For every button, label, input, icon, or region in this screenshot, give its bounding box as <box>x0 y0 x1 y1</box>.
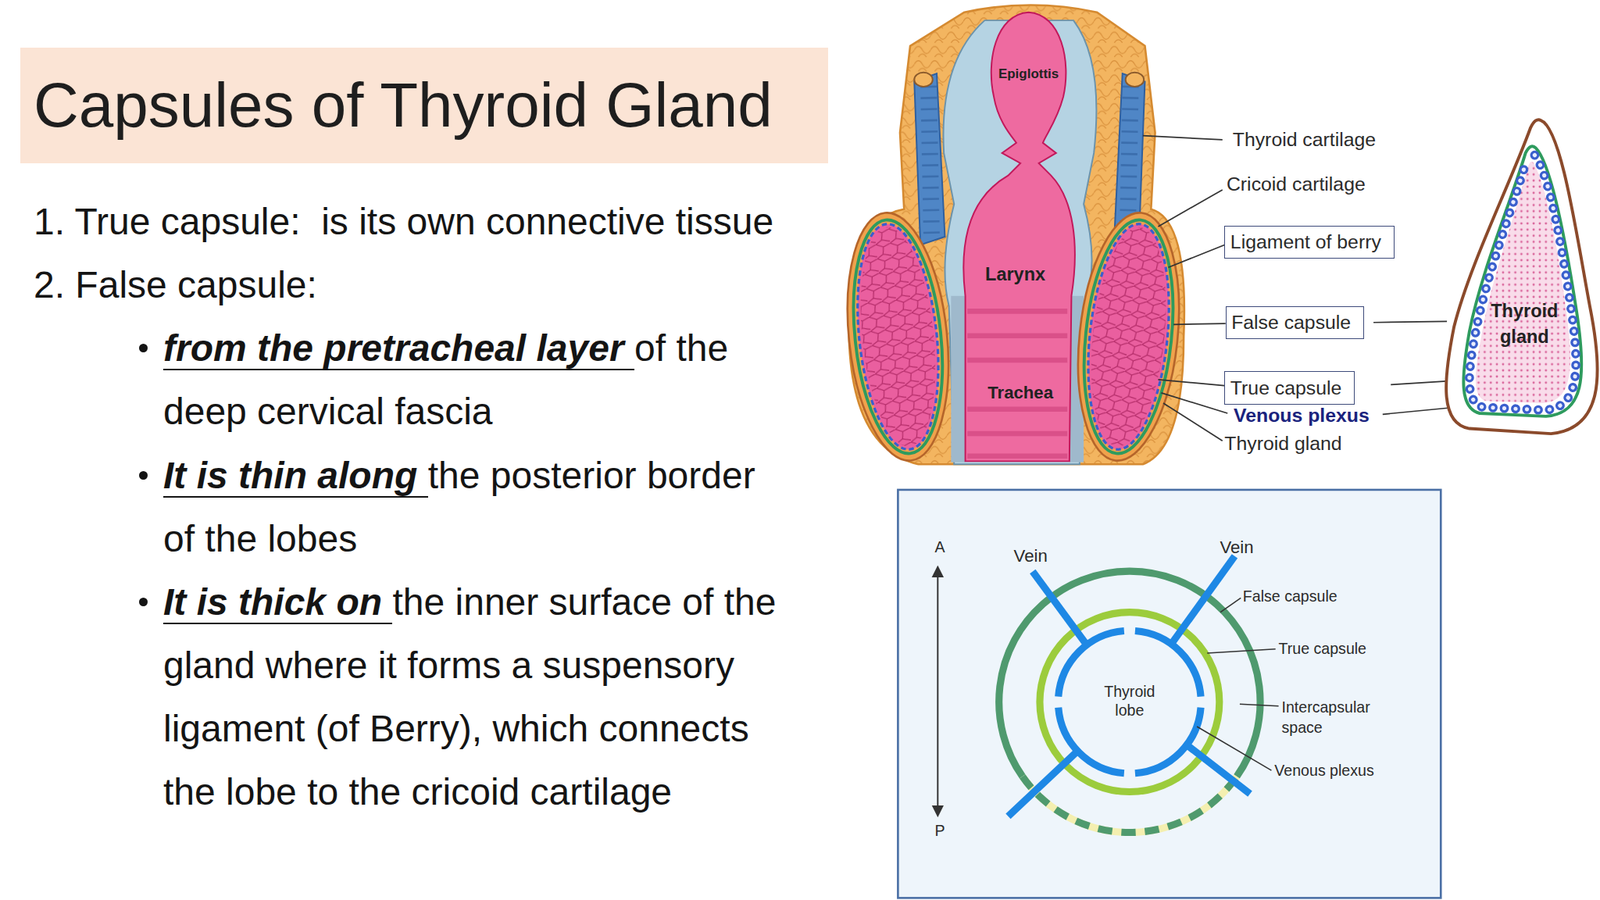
false-capsule-ring <box>999 571 1261 777</box>
inset-venous-plexus <box>1469 155 1576 411</box>
leader-line <box>1173 323 1226 325</box>
connective-tissue <box>849 5 1185 465</box>
bullet-dot <box>139 597 148 607</box>
lobe-label: Thyroid lobe <box>1099 682 1161 720</box>
paragraph: 2. False capsule: <box>33 253 893 317</box>
paragraph: It is thick onthe inner surface of the g… <box>163 570 789 824</box>
box-label: Ligament of berry <box>1230 230 1382 254</box>
airway <box>963 12 1075 462</box>
paragraph: 1. True capsule: is its own connective t… <box>33 189 893 254</box>
label-box: Ligament of berry <box>1224 225 1394 259</box>
emphasis-text: from the pretracheal layer <box>163 327 635 371</box>
vein-line <box>1171 556 1235 644</box>
veins <box>1007 556 1250 817</box>
right-lobe <box>1067 207 1191 466</box>
part-label: Venous plexus <box>1233 403 1370 428</box>
leader-line <box>1142 135 1223 140</box>
tracheal-ring <box>967 308 1068 315</box>
leader-line <box>1157 379 1225 386</box>
inset-true-capsule <box>1463 146 1582 417</box>
left-lobe <box>835 207 960 466</box>
tracheal-ring <box>967 406 1068 412</box>
list-item: 2. False capsule: <box>33 264 318 306</box>
title-band: Capsules of Thyroid Gland <box>20 47 829 164</box>
tracheal-wall <box>950 296 965 463</box>
vein-line <box>1007 750 1078 817</box>
leader-line <box>1160 392 1228 414</box>
cartilage-stripes <box>928 85 933 237</box>
bullet-dot <box>139 471 148 480</box>
inset-gland-tissue <box>1475 161 1571 404</box>
list-item: 1. True capsule: is its own connective t… <box>33 200 774 243</box>
label-box: False capsule <box>1225 306 1365 340</box>
false-capsule-thin-part <box>1022 776 1237 833</box>
part-label: Thyroid gland <box>1224 432 1342 456</box>
vein-label: Vein <box>1219 537 1254 559</box>
part-label: Thyroid cartilage <box>1232 128 1376 152</box>
schematic-panel <box>897 489 1441 898</box>
false-capsule-layer <box>1067 207 1191 466</box>
tracheal-ring <box>967 357 1068 364</box>
part-label: Cricoid cartilage <box>1226 173 1366 197</box>
schematic-leaders <box>1196 597 1279 771</box>
paragraph: It is thin alongthe posterior border of … <box>163 443 789 571</box>
axis-label: A <box>934 539 945 558</box>
box-label: True capsule <box>1230 376 1342 400</box>
thyroid-tissue <box>850 223 945 450</box>
bullet-dot <box>139 343 148 353</box>
schematic-label: Intercapsular space <box>1281 697 1394 738</box>
schematic-label: True capsule <box>1278 639 1367 659</box>
leader-line <box>1168 244 1225 268</box>
structure-label: Larynx <box>985 263 1046 286</box>
schematic-label: False capsule <box>1242 587 1338 607</box>
inset-venous-plexus-core <box>1469 155 1576 411</box>
structure-label: Trachea <box>987 382 1054 404</box>
leader-line <box>1373 321 1447 322</box>
false-capsule-thin-part <box>1022 776 1237 833</box>
true-capsule-layer <box>1073 215 1184 458</box>
leader-line <box>1239 703 1279 707</box>
paragraph: from the pretracheal layerof the deep ce… <box>163 316 789 443</box>
thyroid-cartilage <box>914 73 945 245</box>
connective-texture <box>849 5 1185 465</box>
leader-line <box>1196 726 1272 771</box>
leader-line <box>1207 649 1276 654</box>
tracheal-ring <box>967 431 1068 437</box>
leader-line <box>1157 189 1222 227</box>
inset-false-capsule <box>1446 119 1598 434</box>
schematic-label: Venous plexus <box>1274 762 1374 782</box>
inset-label: Thyroid gland <box>1483 298 1565 350</box>
structure-label: Epiglottis <box>998 66 1059 83</box>
leader-line <box>1163 403 1223 441</box>
tracheal-rings <box>967 310 1068 456</box>
hyoid-section <box>1125 72 1145 87</box>
hyoid-section <box>914 72 933 87</box>
tracheal-ring <box>967 453 1068 460</box>
false-capsule-layer <box>835 207 960 466</box>
venous-plexus-layer <box>1078 220 1179 454</box>
box-label: False capsule <box>1231 310 1351 335</box>
venous-plexus-layer <box>847 220 949 454</box>
vein-label: Vein <box>1014 546 1048 568</box>
axis-label: P <box>934 822 945 842</box>
tracheal-ring <box>967 332 1068 339</box>
slide-title: Capsules of Thyroid Gland <box>33 69 773 142</box>
true-capsule-layer <box>842 215 954 458</box>
leader-line <box>1220 597 1241 612</box>
emphasis-text: It is thick on <box>163 581 393 625</box>
axis-arrow <box>936 571 939 811</box>
label-box: True capsule <box>1224 371 1355 404</box>
thyroid-tissue <box>1081 223 1175 450</box>
vein-line <box>1032 571 1087 645</box>
venous-plexus-ring <box>1057 630 1201 774</box>
emphasis-text: It is thin along <box>163 454 429 498</box>
